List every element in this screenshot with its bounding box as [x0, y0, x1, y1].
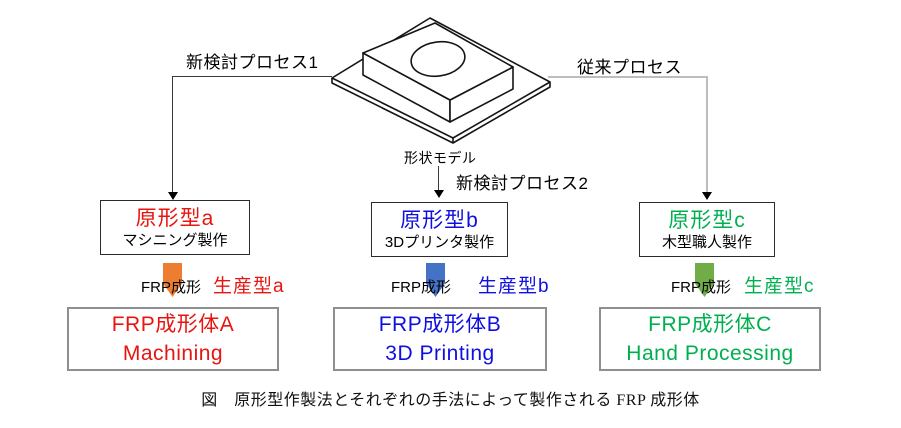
master-box-a: 原形型a マシニング製作: [100, 200, 250, 255]
connector-left-vertical: [172, 76, 173, 195]
molding-label-a: FRP成形: [141, 279, 202, 296]
molding-down-arrow-icon-a: [163, 263, 182, 297]
product-method-b: 3D Printing: [385, 342, 495, 365]
process-label-left: 新検討プロセス1: [186, 53, 319, 72]
product-name-a: FRP成形体A: [111, 313, 235, 336]
product-name-c: FRP成形体C: [648, 313, 772, 336]
production-label-b: 生産型b: [478, 276, 550, 297]
connector-right-horizontal: [548, 76, 707, 78]
product-method-c: Hand Processing: [626, 342, 794, 365]
master-title-a: 原形型a: [135, 206, 215, 230]
master-method-a: マシニング製作: [122, 231, 228, 249]
connector-right-vertical: [706, 76, 708, 195]
arrowhead-center-icon: [434, 190, 444, 198]
figure-caption: 図 原形型作製法とそれぞれの手法によって製作される FRP 成形体: [201, 392, 700, 409]
process-label-right: 従来プロセス: [577, 58, 682, 77]
master-title-c: 原形型c: [668, 208, 746, 232]
product-name-b: FRP成形体B: [378, 313, 502, 336]
master-box-b: 原形型b 3Dプリンタ製作: [371, 202, 508, 257]
master-box-c: 原形型c 木型職人製作: [639, 202, 775, 257]
arrowhead-left-icon: [168, 192, 178, 200]
shape-model-label: 形状モデル: [404, 150, 477, 166]
molding-label-b: FRP成形: [391, 279, 452, 296]
connector-left-horizontal: [172, 76, 332, 77]
product-box-c: FRP成形体C Hand Processing: [599, 307, 821, 371]
master-method-c: 木型職人製作: [661, 233, 752, 251]
production-label-c: 生産型c: [744, 276, 815, 297]
product-box-a: FRP成形体A Machining: [67, 307, 279, 371]
product-method-a: Machining: [122, 342, 224, 365]
molding-down-arrow-icon-c: [695, 263, 714, 297]
connector-center-vertical: [438, 166, 439, 193]
master-title-b: 原形型b: [400, 208, 479, 232]
product-box-b: FRP成形体B 3D Printing: [333, 307, 547, 371]
molding-down-arrow-icon-b: [426, 263, 445, 297]
process-label-center: 新検討プロセス2: [456, 174, 589, 193]
arrowhead-right-icon: [702, 192, 712, 200]
master-method-b: 3Dプリンタ製作: [384, 233, 495, 251]
production-label-a: 生産型a: [213, 276, 285, 297]
shape-model-drawing: [331, 17, 551, 144]
molding-label-c: FRP成形: [671, 279, 732, 296]
